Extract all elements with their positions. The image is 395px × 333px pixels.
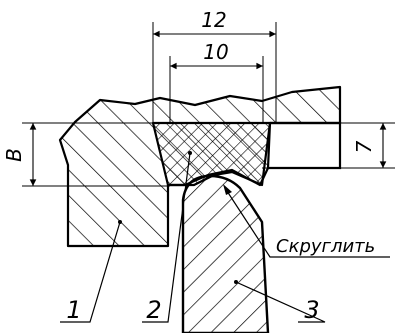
note-label-round: Скруглить: [276, 236, 375, 257]
leader-dot-1: [118, 220, 122, 224]
leader-dot-3: [234, 280, 238, 284]
dimension-label-12: 12: [201, 8, 226, 32]
dimension-label-7: 7: [352, 140, 376, 153]
callout-label-2: 2: [146, 296, 161, 324]
part-3-tool: [181, 174, 270, 333]
leader-line-2: [142, 152, 191, 323]
leader-line-note: [224, 187, 390, 258]
leader-line-1: [60, 221, 121, 323]
leader-arrow-note: [223, 184, 232, 195]
part-2-insert-cross: [151, 121, 272, 187]
part-1-step: [268, 121, 342, 170]
dimension-label-10: 10: [203, 40, 228, 64]
leader-dot-2: [188, 151, 192, 155]
callout-label-3: 3: [304, 296, 319, 324]
callout-label-1: 1: [66, 296, 81, 324]
dimension-label-b: B: [2, 148, 26, 162]
leader-line-3: [235, 281, 326, 323]
